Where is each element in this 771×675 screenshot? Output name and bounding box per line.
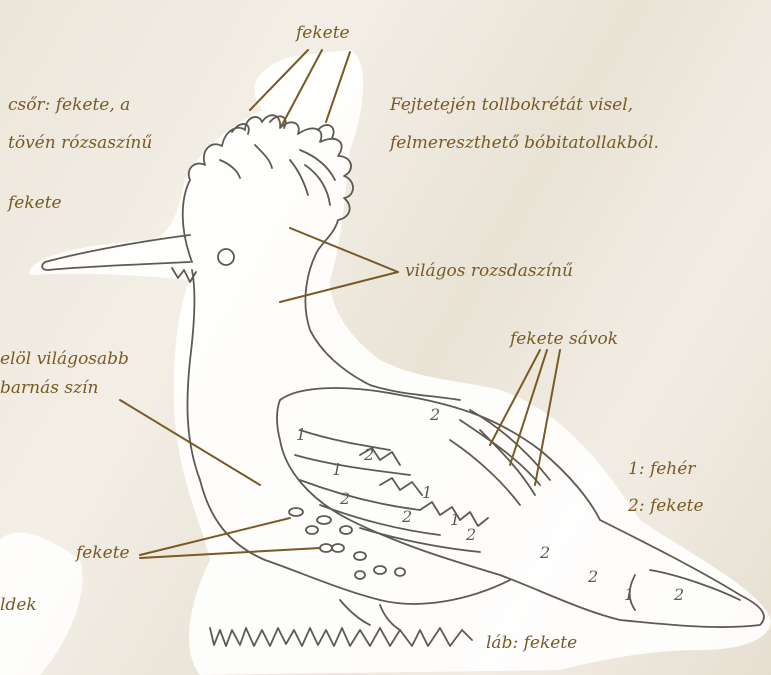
label-cut-left: ldek xyxy=(0,592,37,618)
label-crest-desc-line2: felmereszthető bóbitatollakból. xyxy=(390,130,659,156)
wing-number: 1 xyxy=(422,483,432,502)
label-belly-line1: elöl világosabb xyxy=(0,346,129,372)
wing-number: 2 xyxy=(401,507,412,526)
wing-number: 2 xyxy=(539,543,550,562)
label-crest-desc-line1: Fejtetején tollbokrétát visel, xyxy=(390,92,633,118)
wing-number: 2 xyxy=(587,567,598,586)
label-beak-line1: csőr: fekete, a xyxy=(8,92,130,118)
label-wing-bands: fekete sávok xyxy=(510,326,618,352)
wing-number: 2 xyxy=(465,525,476,544)
label-crest-tips: fekete xyxy=(296,20,350,46)
label-legend-2: 2: fekete xyxy=(628,493,704,519)
wing-number: 1 xyxy=(296,425,306,444)
label-beak-line2: tövén rózsaszínű xyxy=(8,130,152,156)
label-head-color: világos rozsdaszínű xyxy=(405,258,573,284)
wing-number: 2 xyxy=(673,585,684,604)
wing-number: 1 xyxy=(332,460,342,479)
wing-number: 2 xyxy=(429,405,440,424)
label-belly-line2: barnás szín xyxy=(0,375,98,401)
label-spots: fekete xyxy=(76,540,130,566)
label-legend-1: 1: fehér xyxy=(628,456,695,482)
wing-number: 2 xyxy=(339,489,350,508)
wing-number: 1 xyxy=(624,585,634,604)
wing-number: 2 xyxy=(363,445,374,464)
label-legs: láb: fekete xyxy=(486,630,577,656)
wing-number: 1 xyxy=(450,510,460,529)
label-left-black: fekete xyxy=(8,190,62,216)
